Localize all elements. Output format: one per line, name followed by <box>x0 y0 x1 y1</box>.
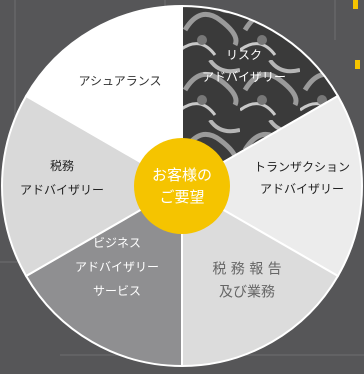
segment-label-business-line1: ビジネス <box>93 236 141 250</box>
segment-label-tax-advisory-line2: アドバイザリー <box>20 183 104 197</box>
segment-label-risk-line2: アドバイザリー <box>202 70 286 84</box>
segment-label-business-line3: サービス <box>93 284 141 298</box>
segment-risk <box>181 4 340 188</box>
segment-label-risk-line1: リスク <box>226 48 262 62</box>
segment-tax-report <box>181 184 340 368</box>
center-hub: お客様の ご要望 <box>134 138 230 234</box>
segment-label-tax-report-line2: 及び業務 <box>219 285 275 301</box>
segment-label-business-line2: アドバイザリー <box>75 260 159 274</box>
segment-label-tax-advisory-line1: 税務 <box>50 159 74 173</box>
segment-label-transaction-line1: トランザクション <box>254 160 350 174</box>
accent-mark <box>353 0 358 9</box>
wheel-segments <box>1 4 363 368</box>
segment-tax-advisory <box>1 94 184 278</box>
accent-marks <box>353 0 360 69</box>
center-circle <box>134 138 230 234</box>
segment-assurance <box>24 4 183 188</box>
segment-label-transaction-line2: アドバイザリー <box>260 182 344 196</box>
center-label-line1: お客様の <box>152 166 212 184</box>
segment-label-tax-report-line1: 税 務 報 告 <box>212 262 281 278</box>
center-label-line2: ご要望 <box>159 188 204 206</box>
segment-label-assurance-line1: アシュアランス <box>78 74 161 88</box>
segment-business <box>24 184 183 368</box>
accent-mark <box>355 60 360 69</box>
segment-transaction <box>180 94 363 278</box>
